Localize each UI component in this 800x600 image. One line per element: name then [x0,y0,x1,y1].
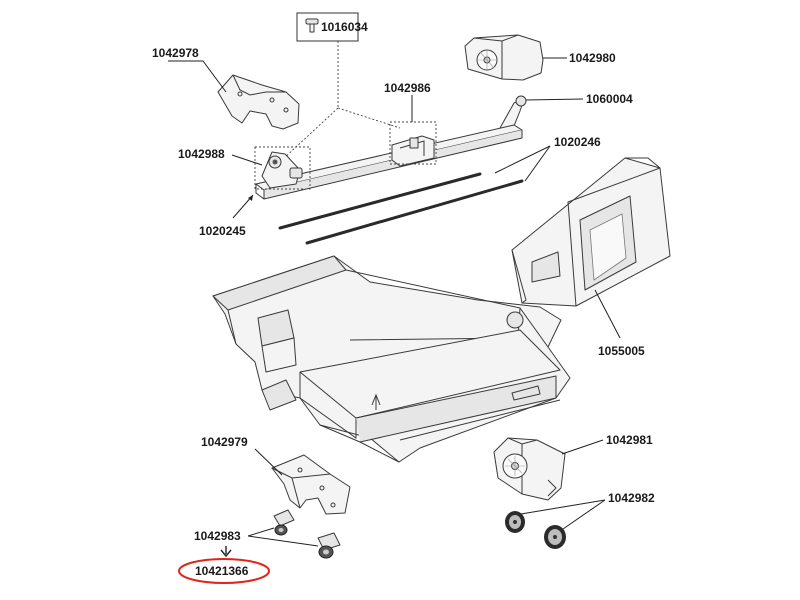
highlight-ellipse [178,558,270,584]
part-1042978-bracket: 1042978 [152,46,300,130]
part-1042982-wheels: 1042982 [505,491,655,549]
label-1042988: 1042988 [178,147,225,161]
part-1055005-grass-bag: 1055005 [511,157,671,358]
part-1042983-casters: 1042983 [194,509,341,559]
label-1016034: 1016034 [321,20,368,34]
mower-deck-chassis [212,255,571,463]
label-1020246: 1020246 [554,135,601,149]
part-1060004-handle-lever: 1060004 [499,92,633,132]
part-1042979-bracket: 1042979 [201,435,351,515]
part-1020246-rods: 1020246 [278,135,601,245]
knob-icon [305,18,319,33]
part-1042986-latch: 1042986 [384,81,437,165]
label-1042981: 1042981 [606,433,653,447]
label-1042978: 1042978 [152,46,199,60]
caster-icon [273,509,295,536]
caster-icon [317,532,341,559]
down-arrow-icon [220,546,232,558]
label-1042986: 1042986 [384,81,431,95]
label-10421366: 10421366 [195,564,249,578]
label-1042979: 1042979 [201,435,248,449]
label-1042982: 1042982 [608,491,655,505]
label-1020245: 1020245 [199,224,246,238]
part-1020245-callout: 1020245 [199,194,254,238]
part-1042981-wheel-housing: 1042981 [493,433,653,501]
label-1042983: 1042983 [194,529,241,543]
part-1042980-wheel-housing: 1042980 [464,34,616,81]
label-1055005: 1055005 [598,344,645,358]
part-1042988-pivot: 1042988 [178,146,311,190]
wheel-icon [505,511,525,533]
label-1042980: 1042980 [569,51,616,65]
wheel-icon [544,525,566,549]
height-adjust-bar [255,124,523,200]
part-1016034-callout: 1016034 [281,12,401,161]
label-1060004: 1060004 [586,92,633,106]
replacement-part-callout: 10421366 [178,546,270,584]
